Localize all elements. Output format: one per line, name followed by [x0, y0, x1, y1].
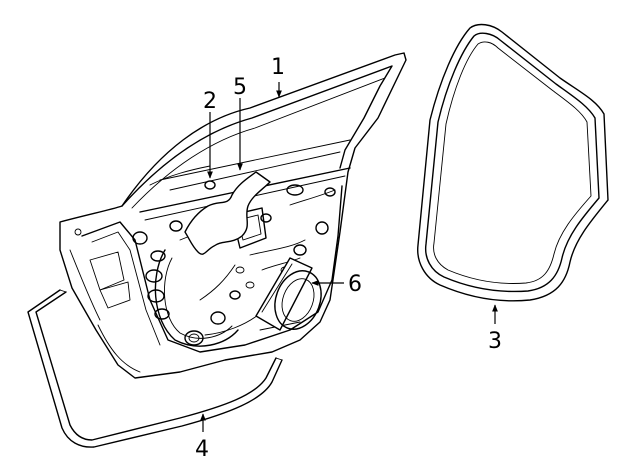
callout-6: 6 [348, 272, 362, 297]
inner-panel-details [132, 184, 336, 347]
lower-seal [27, 289, 283, 448]
speaker-module [255, 257, 322, 331]
sealing-sheet [184, 171, 271, 255]
leader-lines [200, 82, 498, 432]
callout-2: 2 [203, 89, 217, 114]
callout-4: 4 [195, 437, 209, 462]
callout-3: 3 [488, 329, 502, 354]
callout-5: 5 [233, 75, 247, 100]
door-weatherstrip [417, 23, 609, 302]
grommet-plug [204, 180, 216, 190]
callout-labels: 1 2 5 6 3 4 [195, 55, 502, 462]
callout-1: 1 [271, 55, 285, 80]
